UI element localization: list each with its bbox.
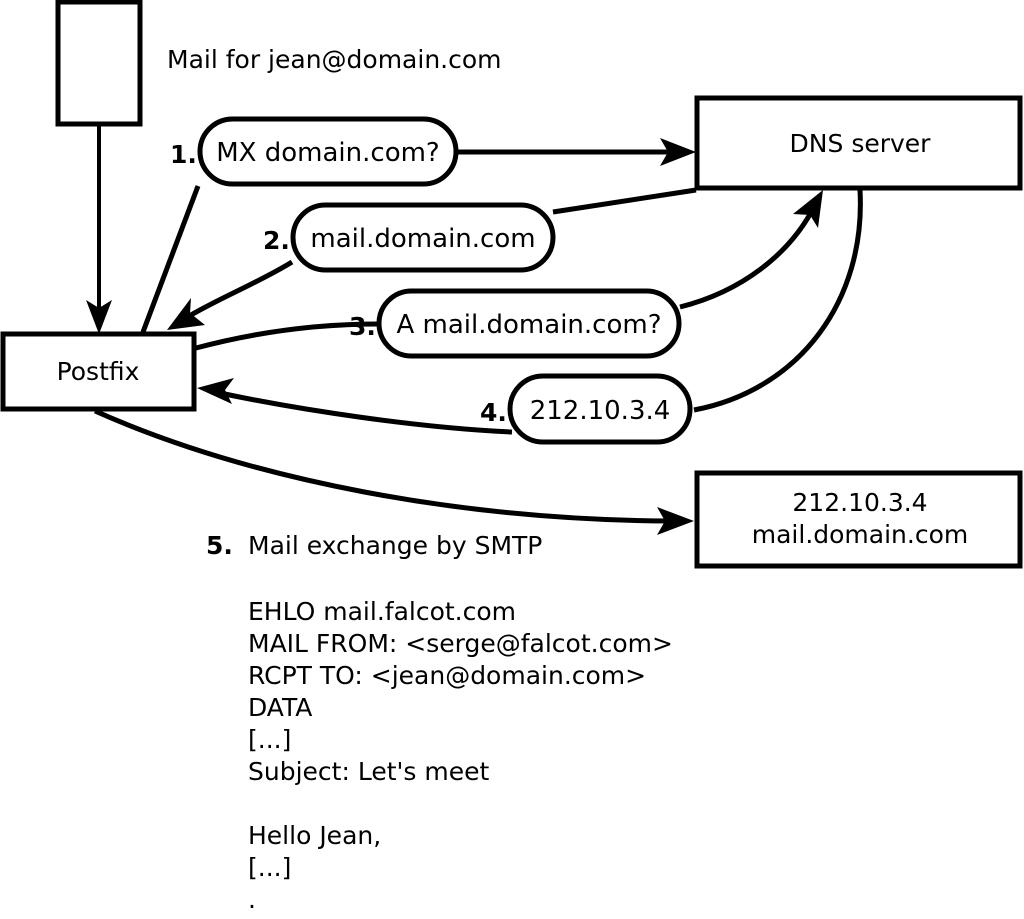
smtp-transcript-line: [...]	[248, 725, 291, 754]
node-dns-server-label: DNS server	[790, 129, 932, 158]
smtp-transcript-line: Subject: Let's meet	[248, 757, 489, 786]
node-postfix[interactable]: Postfix	[0, 331, 197, 412]
step-4-pill-label: 212.10.3.4	[530, 396, 671, 426]
step-5-label: Mail exchange by SMTP	[248, 531, 542, 560]
node-postfix-label: Postfix	[57, 357, 140, 386]
step-1-pill[interactable]: MX domain.com?	[197, 116, 459, 187]
mail-for-annotation: Mail for jean@domain.com	[167, 45, 502, 74]
step-1-number: 1.	[170, 140, 197, 169]
step-2-number: 2.	[263, 226, 290, 255]
edge-dns-to-step2-pill	[552, 187, 697, 215]
smtp-transcript-line: DATA	[248, 693, 312, 722]
step-5-number: 5.	[206, 531, 233, 560]
smtp-transcript-line: .	[248, 885, 256, 914]
edge-source-to-postfix	[86, 124, 112, 334]
step-3-number: 3.	[349, 312, 376, 341]
edge-step4-answer-to-postfix	[197, 378, 513, 435]
edge-step5-smtp	[93, 408, 694, 535]
step-4-number: 4.	[480, 398, 507, 427]
edge-postfix-to-mx-pill	[140, 185, 201, 333]
step-4-pill[interactable]: 212.10.3.4	[507, 373, 693, 445]
edge-postfix-to-step3-pill	[195, 321, 379, 351]
smtp-transcript-line: Hello Jean,	[248, 821, 381, 850]
edge-step3-query-to-dns	[679, 190, 823, 310]
smtp-transcript-line: [...]	[248, 853, 291, 882]
edge-step2-answer-to-postfix	[167, 259, 294, 330]
smtp-transcript-line: RCPT TO: <jean@domain.com>	[248, 661, 646, 690]
edge-dns-to-step4-pill	[693, 189, 863, 413]
step-3-pill[interactable]: A mail.domain.com?	[376, 288, 682, 359]
node-mail-server-hostname: mail.domain.com	[752, 520, 968, 549]
smtp-transcript-line: MAIL FROM: <serge@falcot.com>	[248, 629, 673, 658]
node-dns-server[interactable]: DNS server	[694, 95, 1023, 191]
node-mail-source[interactable]	[55, 0, 143, 127]
node-mail-server[interactable]: 212.10.3.4 mail.domain.com	[694, 470, 1023, 569]
step-2-pill[interactable]: mail.domain.com	[290, 202, 556, 273]
step-2-pill-label: mail.domain.com	[310, 224, 535, 254]
node-mail-server-ip: 212.10.3.4	[792, 488, 927, 517]
smtp-transcript-line: EHLO mail.falcot.com	[248, 597, 516, 626]
step-3-pill-label: A mail.domain.com?	[397, 310, 662, 340]
edge-step1-mx-query	[458, 138, 696, 166]
step-1-pill-label: MX domain.com?	[216, 138, 439, 168]
